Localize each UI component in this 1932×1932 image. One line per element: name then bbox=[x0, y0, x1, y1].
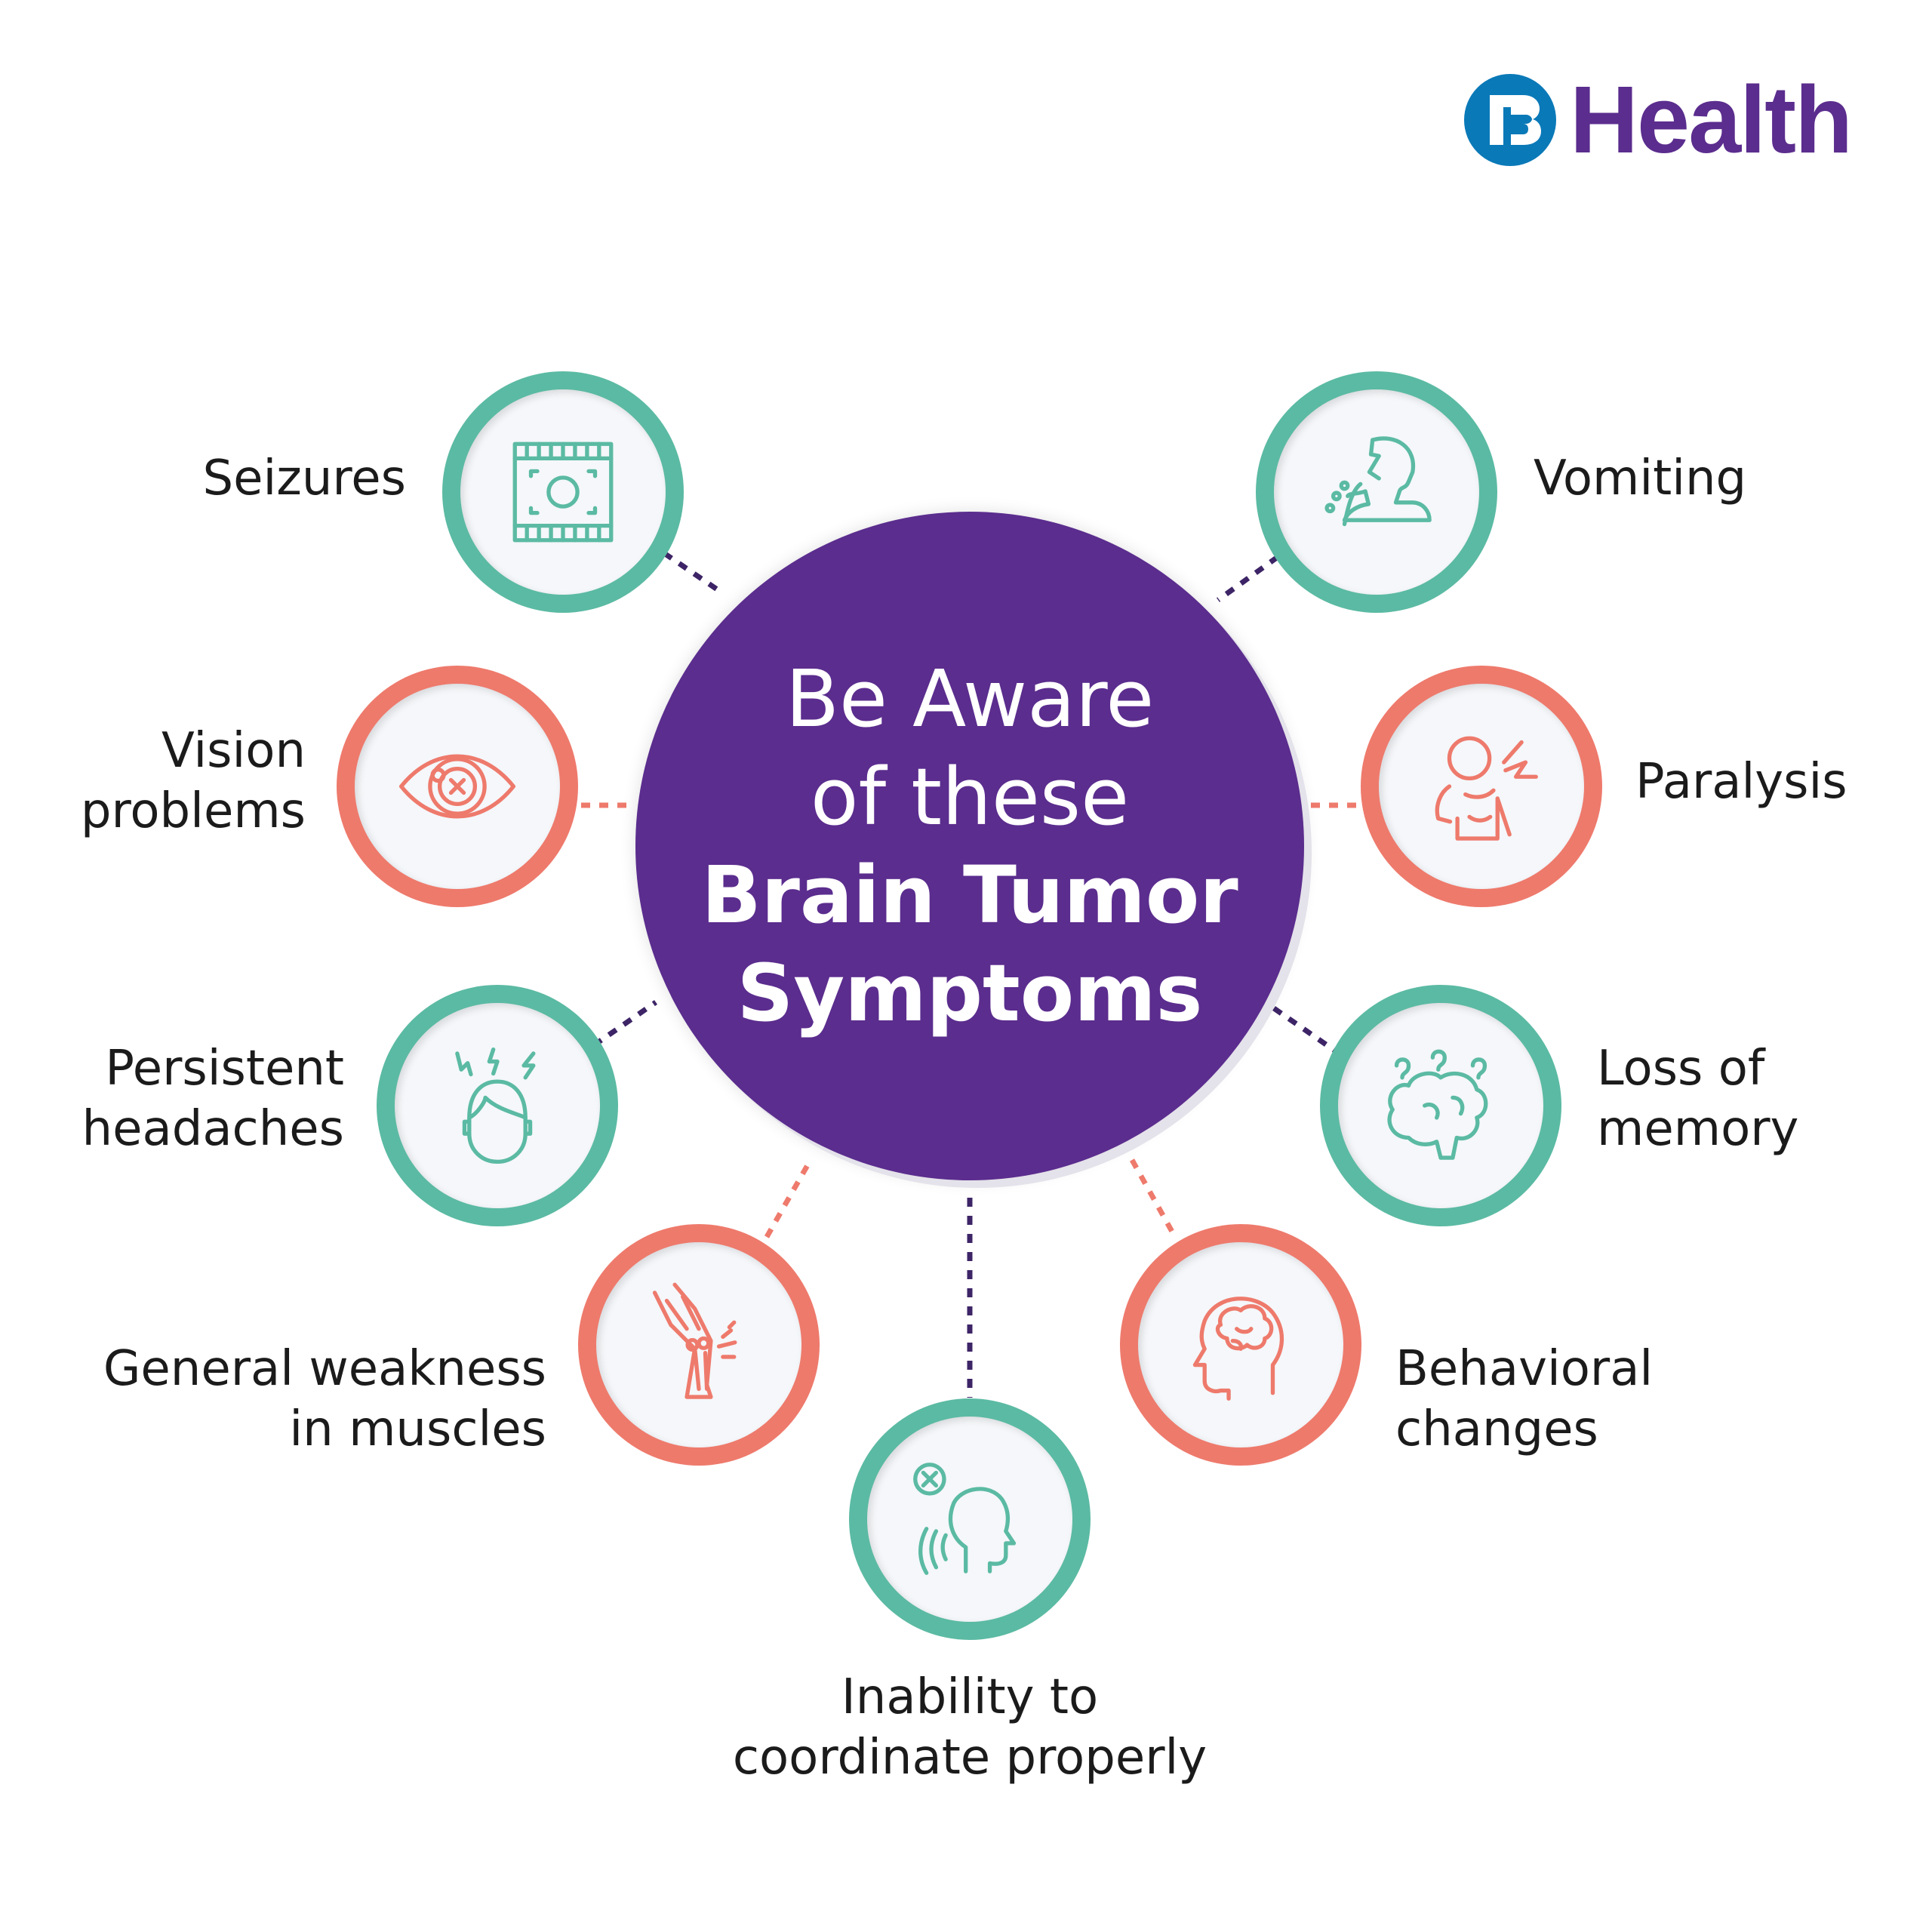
title-line-1: Be Aware bbox=[785, 653, 1155, 745]
symptom-label: Paralysis bbox=[1635, 752, 1847, 812]
title-line-4: Symptoms bbox=[737, 947, 1203, 1039]
symptom-label-line: Paralysis bbox=[1635, 754, 1847, 810]
title-line-3: Brain Tumor bbox=[701, 849, 1238, 941]
symptom-label-line: Inability to bbox=[841, 1669, 1099, 1725]
symptom-label-line: Vomiting bbox=[1534, 451, 1747, 506]
seizure-icon bbox=[512, 441, 614, 543]
symptom-circle bbox=[1256, 371, 1497, 613]
connector-line bbox=[1216, 555, 1280, 602]
connector-line bbox=[663, 551, 725, 596]
symptom-label-line: memory bbox=[1597, 1101, 1799, 1157]
speaking-head-icon bbox=[913, 1463, 1017, 1575]
symptom-label-line: Behavioral bbox=[1395, 1341, 1654, 1397]
symptom-label-line: in muscles bbox=[289, 1401, 546, 1457]
icon-well bbox=[460, 389, 666, 595]
eye-icon bbox=[398, 754, 516, 819]
symptom-label: Seizures bbox=[202, 448, 406, 509]
leg-icon bbox=[652, 1282, 737, 1399]
symptom-circle bbox=[849, 1398, 1091, 1640]
vomiting-icon bbox=[1324, 436, 1432, 527]
logo-b-icon bbox=[1464, 74, 1556, 166]
icon-well bbox=[395, 1003, 600, 1208]
symptom-label-line: Loss of bbox=[1597, 1041, 1765, 1097]
symptom-circle bbox=[377, 985, 618, 1226]
symptom-label-line: Seizures bbox=[202, 451, 406, 506]
symptom-circle bbox=[578, 1224, 820, 1466]
brand-name: Health bbox=[1570, 66, 1853, 173]
symptom-label-line: headaches bbox=[82, 1101, 344, 1157]
symptom-label-line: Persistent bbox=[105, 1041, 344, 1097]
symptom-circle bbox=[1320, 985, 1561, 1226]
symptom-label-line: coordinate properly bbox=[732, 1730, 1208, 1786]
icon-well bbox=[867, 1417, 1072, 1622]
symptom-label-line: problems bbox=[80, 783, 306, 839]
icon-well bbox=[1338, 1003, 1543, 1208]
title-line-2: of these bbox=[810, 751, 1130, 843]
symptom-label: Vomiting bbox=[1534, 448, 1746, 509]
paralysis-icon bbox=[1435, 736, 1538, 841]
icon-well bbox=[355, 684, 560, 889]
symptom-label-line: Vision bbox=[162, 723, 306, 779]
headache-icon bbox=[455, 1047, 536, 1164]
connector-line bbox=[764, 1158, 814, 1238]
icon-well bbox=[1274, 389, 1479, 595]
center-title-circle: Be Aware of these Brain Tumor Symptoms bbox=[635, 512, 1304, 1180]
icon-well bbox=[1379, 684, 1584, 889]
connector-line bbox=[1272, 1006, 1337, 1054]
symptom-label-line: changes bbox=[1395, 1401, 1598, 1457]
icon-well bbox=[596, 1242, 801, 1447]
symptom-circle bbox=[1120, 1224, 1361, 1466]
brain-question-icon bbox=[1387, 1049, 1488, 1160]
symptom-circle bbox=[1361, 666, 1602, 907]
brand-logo: Health bbox=[1464, 66, 1853, 173]
connector-line bbox=[1129, 1158, 1178, 1238]
connector-line bbox=[592, 1000, 657, 1048]
symptom-circle bbox=[337, 666, 578, 907]
icon-well bbox=[1138, 1242, 1343, 1447]
head-brain-icon bbox=[1192, 1297, 1284, 1401]
symptom-circle bbox=[442, 371, 684, 613]
symptom-label-line: General weakness bbox=[103, 1341, 546, 1397]
